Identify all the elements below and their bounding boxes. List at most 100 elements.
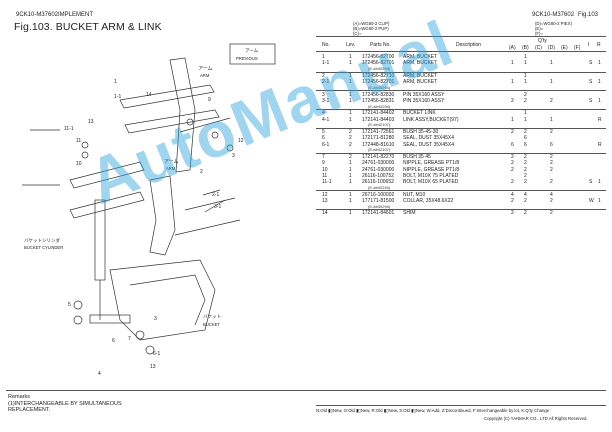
- cell-a: 2: [511, 97, 514, 104]
- legend-line: (D)=WG80-2 PIEX): [535, 21, 572, 26]
- cell-no: 5: [322, 129, 325, 136]
- cell-a: 2: [511, 197, 514, 204]
- callout-number: 3: [232, 153, 235, 159]
- cell-d: 2: [550, 129, 553, 136]
- cell-desc: LINK ASSY,BUCKET(97): [403, 116, 459, 123]
- bush-part: [135, 330, 145, 340]
- diagram-label-previous: PREVIOUS: [236, 56, 258, 61]
- callout-number: 3: [154, 316, 157, 322]
- cell-desc: PIN 35X160 ASSY: [403, 97, 445, 104]
- cell-lev: 1: [349, 54, 352, 60]
- cell-d: 2: [550, 154, 553, 161]
- cell-d: 1: [550, 79, 553, 85]
- qty-col-e: (E): [561, 45, 568, 51]
- callout-number: 2: [200, 169, 203, 175]
- callout-leader: [204, 199, 226, 213]
- cell-no: 13: [322, 197, 328, 204]
- cell-a: 1: [511, 116, 514, 123]
- callout-number: 11: [76, 138, 81, 144]
- cell-desc: NUT, M10: [403, 191, 426, 198]
- washer-part: [211, 131, 219, 139]
- cell-desc: NIPPLE, GREASE PT1/8: [403, 166, 460, 173]
- cell-b: 1: [524, 54, 527, 60]
- legend-line: (E)=: [535, 26, 544, 32]
- cell-lev: 1: [349, 197, 352, 204]
- group-rule: [316, 190, 606, 192]
- callout-number: 2-1: [212, 192, 219, 198]
- group-rule: [316, 209, 606, 211]
- qty-col-f: (F): [574, 45, 581, 51]
- cell-b: 6: [524, 135, 527, 142]
- callout-number: 3-1: [214, 204, 221, 210]
- group-rule: [316, 90, 606, 92]
- cell-i: S: [589, 179, 593, 185]
- cell-i: S: [589, 79, 593, 85]
- cell-lev: 1: [349, 116, 352, 123]
- cell-part: 24761-030000: [362, 160, 395, 167]
- cell-d: 2: [550, 166, 553, 173]
- cell-part: 26116-100752: [362, 172, 394, 179]
- cell-b: 2: [524, 154, 527, 161]
- cell-b: 2: [524, 91, 527, 98]
- cell-a: 2: [511, 129, 514, 136]
- cell-b: 4: [524, 191, 527, 198]
- cell-desc: BOLT, M10X 75 PLATED: [403, 172, 459, 179]
- bush-part: [73, 315, 83, 325]
- cell-part: 172141-72561: [362, 129, 395, 136]
- cell-a: 2: [511, 160, 514, 167]
- cell-no: 6-1: [322, 141, 330, 148]
- cell-no: 2: [322, 72, 325, 79]
- cell-desc: BUCKET LINK: [403, 110, 436, 117]
- cell-no: 2-1: [322, 79, 330, 85]
- cell-a: 1: [511, 79, 514, 85]
- cell-desc: BUSH 35 45: [403, 154, 431, 161]
- bush-part: [73, 300, 83, 310]
- legend-line: (F)=: [535, 31, 543, 37]
- header-code-left: 9CK10-M37602: [16, 12, 59, 18]
- callout-number: 6-1: [153, 351, 160, 357]
- cell-lev: 1: [349, 166, 352, 173]
- cell-no: 4-1: [322, 116, 330, 123]
- cell-part: 172141-84402: [362, 110, 395, 117]
- cell-part: 172456-82700: [362, 54, 395, 60]
- bolt-part: [81, 141, 89, 149]
- cell-desc: ARM, BUCKET: [403, 60, 438, 67]
- diagram-label-jp: アーム: [245, 48, 259, 54]
- cell-desc: SEAL, DUST 35X45X4: [403, 141, 455, 148]
- diagram-label-jp-arm-2: アーム: [164, 159, 179, 165]
- cell-i: S: [589, 97, 593, 104]
- page-title: Fig.103. BUCKET ARM & LINK: [14, 21, 162, 33]
- cell-no: 12: [322, 191, 328, 198]
- cell-b: 6: [524, 141, 527, 148]
- diagram-label-jp-cyl: バケットシリンダ: [24, 237, 60, 244]
- exploded-diagram: アーム PREVIOUS アーム ARM アーム ARM バケットシリンダ BU…: [22, 43, 276, 377]
- cell-desc: PIN 35X160 ASSY: [403, 91, 445, 98]
- cell-no: 7: [322, 154, 325, 161]
- cell-r: 1: [598, 97, 601, 104]
- cell-part: 172141-82270: [362, 154, 395, 161]
- callout-number: 11-1: [64, 126, 74, 132]
- arm-lower-outline: [149, 175, 176, 256]
- callout-number: 12: [238, 138, 244, 144]
- cell-b: 2: [524, 172, 527, 179]
- cell-part: 172456-82831: [362, 97, 395, 104]
- serial-note: (E-##40294): [368, 65, 391, 71]
- cell-desc: ARM, BUCKET: [403, 72, 438, 79]
- callout-number: 14: [146, 92, 152, 98]
- col-header-desc: Description: [456, 42, 482, 48]
- cell-i: W: [589, 197, 594, 204]
- qty-col-c: (C): [535, 45, 542, 51]
- cell-d: 6: [550, 141, 553, 148]
- pin-line-3: [174, 219, 241, 236]
- cell-lev: 1: [349, 191, 352, 198]
- col-header-qty: Q'ty: [538, 38, 547, 44]
- remarks-rule: [6, 390, 606, 391]
- cell-lev: 1: [349, 97, 352, 104]
- cell-lev: 1: [349, 72, 352, 79]
- remarks: Remarks (1)INTERCHANGEABLE BY SIMULTANEO…: [8, 394, 122, 414]
- cell-lev: 1: [349, 172, 352, 179]
- cell-d: 1: [550, 60, 553, 67]
- cell-b: 2: [524, 210, 527, 217]
- cell-desc: SHIM: [403, 210, 416, 217]
- col-header-no: No.: [322, 42, 330, 48]
